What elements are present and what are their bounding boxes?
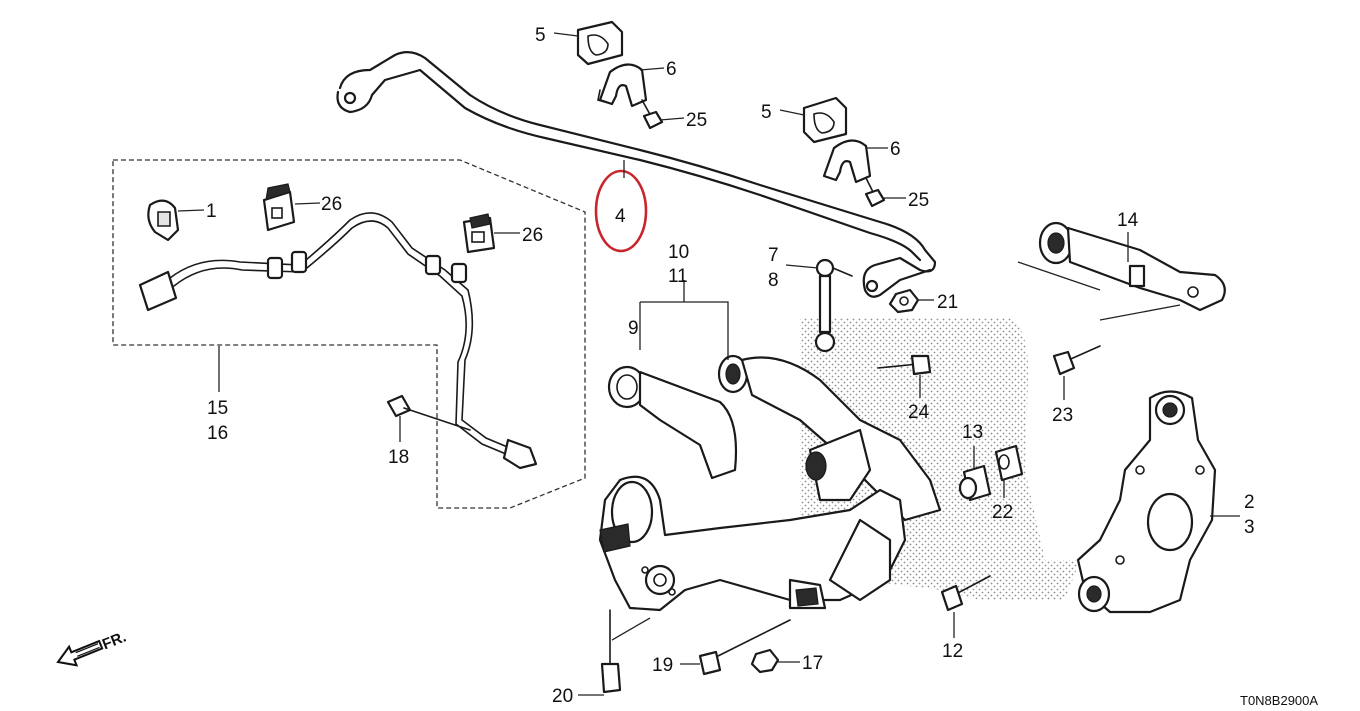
- callout-24: 24: [908, 402, 930, 423]
- bolt-12: [940, 575, 991, 612]
- knuckle-2-3: [1076, 390, 1217, 614]
- callout-18: 18: [388, 447, 409, 468]
- bolt-25-lower: [864, 177, 886, 208]
- bolt-18: [386, 394, 471, 431]
- callout-25-upper: 25: [686, 110, 707, 131]
- callout-26-right: 26: [522, 225, 543, 246]
- bolt-19: [698, 619, 791, 676]
- bushing-13: [958, 464, 992, 502]
- bolt-23: [1052, 345, 1101, 376]
- callout-7: 7: [768, 245, 779, 266]
- nut-17: [750, 648, 780, 674]
- bolt-25-upper: [641, 99, 664, 130]
- bolt-20: [600, 609, 622, 694]
- stabilizer-link: [814, 258, 853, 353]
- lower-arm-assembly: [598, 428, 907, 612]
- callout-19: 19: [652, 655, 673, 676]
- callout-8: 8: [768, 270, 779, 291]
- callout-26-left: 26: [321, 194, 342, 215]
- front-direction-label: FR.: [100, 628, 129, 653]
- callout-10: 10: [668, 242, 689, 263]
- callout-3: 3: [1244, 517, 1255, 538]
- sensor-harness-group-outline: [112, 159, 586, 509]
- wheel-speed-sensor-harness: [138, 212, 538, 470]
- clip-26-right: [462, 213, 496, 254]
- callout-12: 12: [942, 641, 963, 662]
- callout-23: 23: [1052, 405, 1073, 426]
- leader-lines: [177, 32, 1240, 696]
- callout-17: 17: [802, 653, 823, 674]
- bolt-24: [877, 354, 932, 376]
- callout-22: 22: [992, 502, 1013, 523]
- highlight-circle: [594, 169, 648, 253]
- callout-25-lower: 25: [908, 190, 929, 211]
- callout-16: 16: [207, 423, 228, 444]
- callout-1: 1: [206, 201, 217, 222]
- stabilizer-bar: [336, 51, 937, 298]
- callout-15: 15: [207, 398, 228, 419]
- callout-13: 13: [962, 422, 983, 443]
- bracket-6-lower: [822, 139, 872, 184]
- bracket-6-upper: [597, 63, 648, 108]
- callout-6-upper: 6: [666, 59, 677, 80]
- front-direction-arrow: FR.: [56, 628, 129, 667]
- callout-14: 14: [1117, 210, 1139, 231]
- callout-11: 11: [668, 266, 688, 287]
- callout-5-upper: 5: [535, 25, 546, 46]
- upper-arm-9: [607, 365, 738, 480]
- callout-9: 9: [628, 318, 639, 339]
- callout-4: 4: [615, 206, 626, 227]
- clip-1: [147, 199, 180, 242]
- callout-21: 21: [937, 292, 958, 313]
- callout-20: 20: [552, 686, 573, 707]
- nut-21: [888, 288, 920, 314]
- bushing-5-lower: [802, 96, 848, 144]
- bushing-5-upper: [576, 20, 624, 66]
- drawing-code: T0N8B2900A: [1240, 693, 1318, 708]
- clip-26-left: [262, 183, 296, 232]
- callout-2: 2: [1244, 492, 1255, 513]
- callout-5-lower: 5: [761, 102, 772, 123]
- bushing-22: [994, 444, 1024, 482]
- callout-labels: 5 6 25 4 5 6 25 1 26 26 15 16 18 10 11 9…: [206, 25, 1255, 707]
- trailing-arm-14: [1038, 221, 1226, 312]
- callout-6-lower: 6: [890, 139, 901, 160]
